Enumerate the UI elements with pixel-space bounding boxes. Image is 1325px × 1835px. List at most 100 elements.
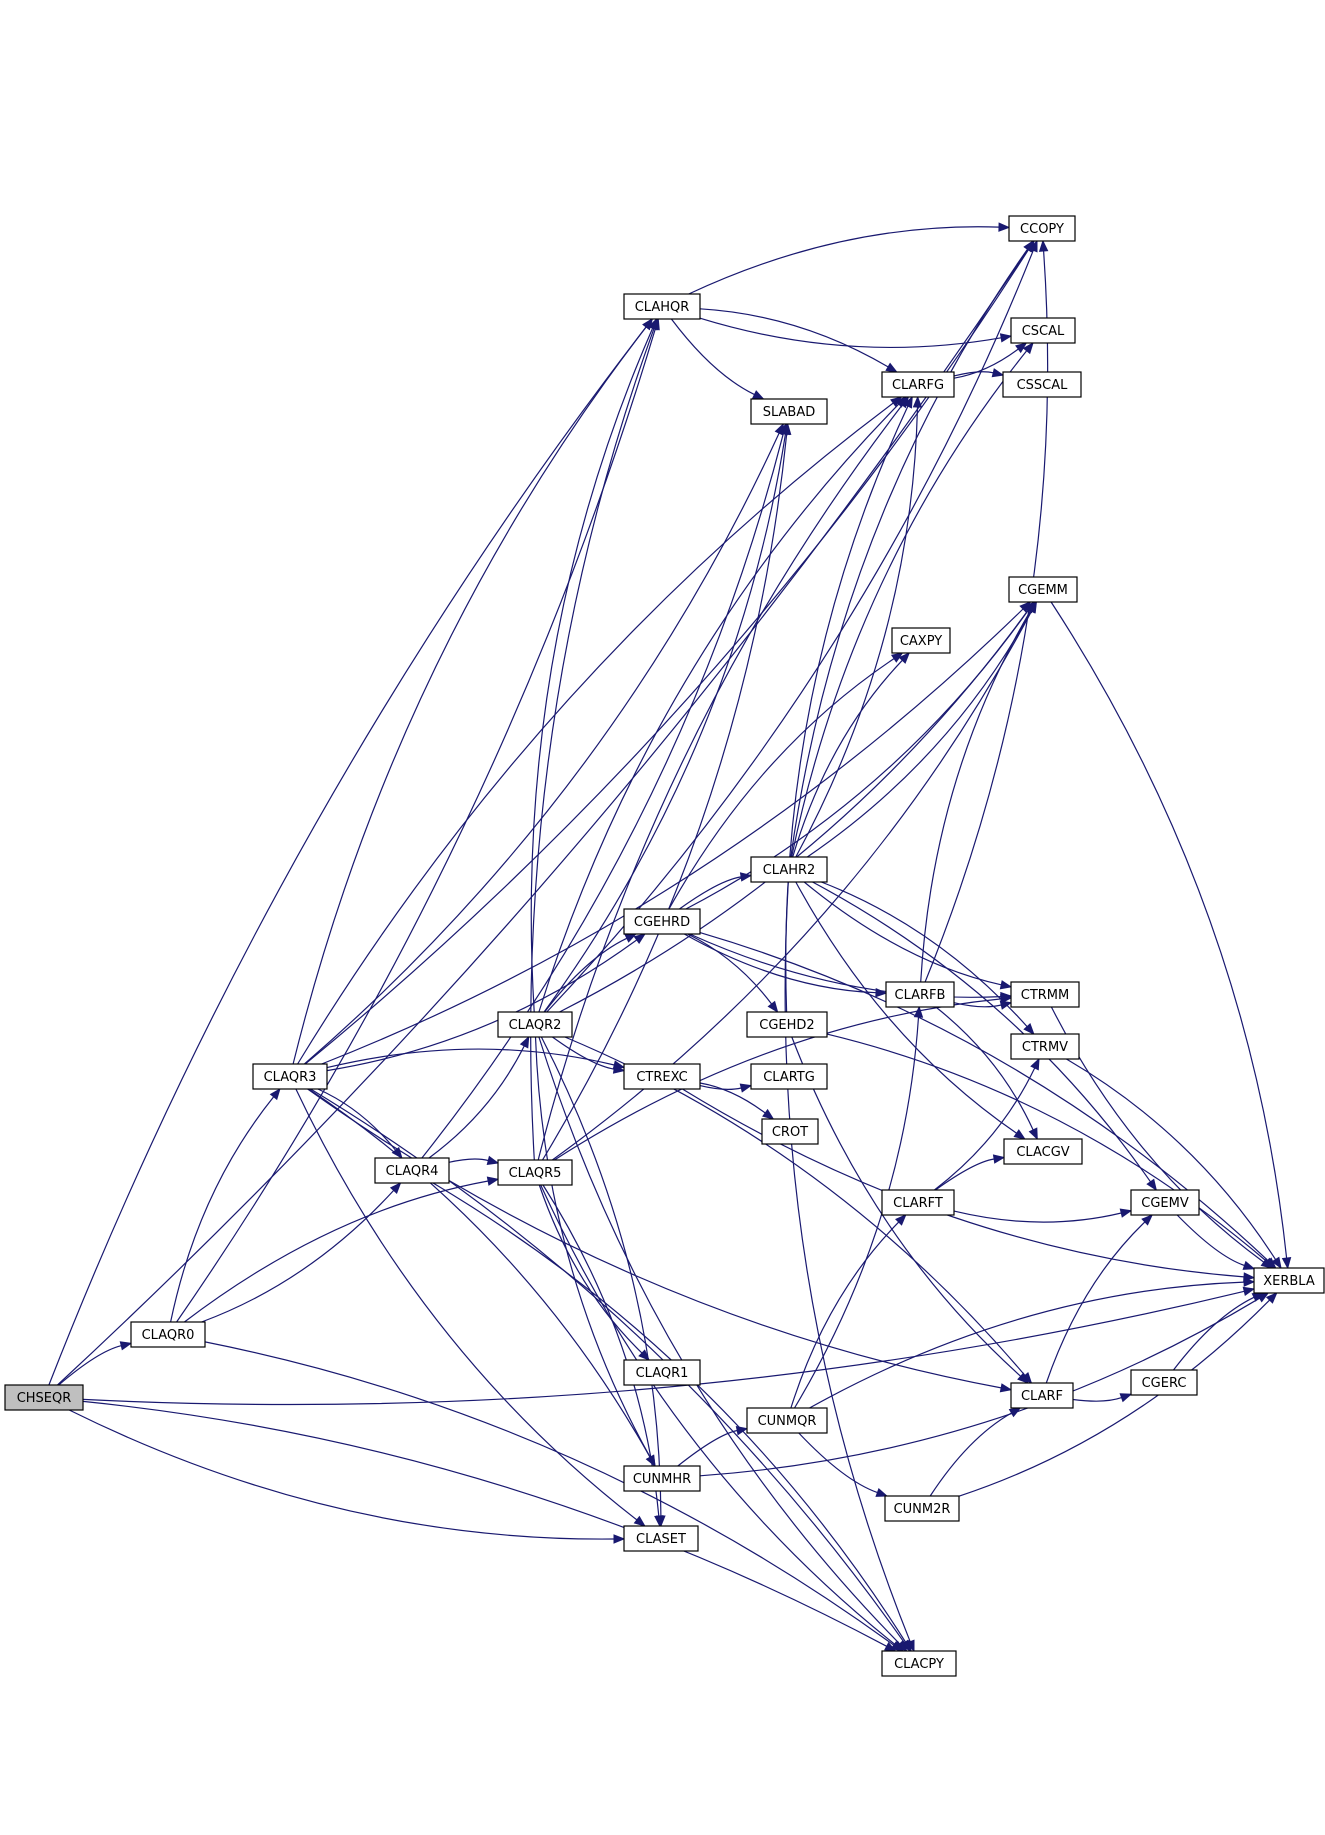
node-box-crot: [761, 1118, 819, 1145]
node-ccopy[interactable]: CCOPY: [1008, 215, 1076, 242]
edge-claqr0-to-clacpy: [204, 1341, 895, 1646]
node-slabad[interactable]: SLABAD: [750, 398, 828, 425]
node-ctrexc[interactable]: CTREXC: [623, 1063, 701, 1090]
node-label-clahqr: CLAHQR: [635, 300, 690, 315]
edge-cgehrd-to-clarfb: [684, 933, 877, 994]
arrowhead-clahr2-to-ctrmm: [999, 980, 1013, 990]
arrowhead-clahr2-to-caxpy: [898, 652, 911, 664]
node-cgemm[interactable]: CGEMM: [1008, 576, 1078, 603]
node-csscal[interactable]: CSSCAL: [1002, 371, 1082, 398]
node-label-crot: CROT: [772, 1125, 808, 1140]
edge-claqr5-to-claqr1: [538, 1184, 643, 1354]
node-label-xerbla: XERBLA: [1263, 1274, 1315, 1289]
node-clarf[interactable]: CLARF: [1010, 1382, 1074, 1409]
node-box-slabad: [750, 398, 828, 425]
edge-claqr5-to-slabad: [541, 433, 788, 1161]
node-label-claqr2: CLAQR2: [509, 1018, 562, 1033]
arrowhead-cgehd2-to-clarf: [1017, 1372, 1030, 1384]
arrowhead-claqr5-to-clacpy: [892, 1640, 905, 1652]
edge-cgerc-to-xerbla: [1173, 1296, 1255, 1371]
node-label-clarft: CLARFT: [893, 1196, 943, 1211]
node-ctrmm[interactable]: CTRMM: [1010, 981, 1080, 1008]
edge-claqr3-to-clarfg: [297, 402, 894, 1065]
arrowhead-claqr5-to-claqr1: [638, 1349, 651, 1361]
arrowhead-cgehd2-to-clarfg: [903, 395, 913, 409]
node-cgehd2[interactable]: CGEHD2: [746, 1011, 828, 1038]
node-cscal[interactable]: CSCAL: [1010, 317, 1076, 344]
edge-chseqr-to-ccopy: [57, 248, 1029, 1386]
node-label-clarfb: CLARFB: [895, 988, 946, 1003]
node-cgerc[interactable]: CGERC: [1130, 1369, 1198, 1396]
node-box-clarf: [1010, 1382, 1074, 1409]
edge-clahr2-to-caxpy: [792, 659, 903, 858]
arrowhead-claqr3-to-clarf: [999, 1383, 1013, 1393]
edge-cgehd2-to-clarfg: [785, 405, 909, 1013]
node-ctrmv[interactable]: CTRMV: [1010, 1033, 1080, 1060]
arrowhead-claqr3-to-cgehrd: [633, 933, 647, 944]
node-box-cunmhr: [623, 1465, 701, 1492]
node-clacgv[interactable]: CLACGV: [1003, 1138, 1083, 1165]
node-clarfb[interactable]: CLARFB: [885, 981, 955, 1008]
edge-clahr2-to-ctrmm: [803, 881, 1002, 986]
node-box-cgehrd: [623, 908, 701, 935]
arrowhead-claqr5-to-clahqr: [649, 317, 659, 331]
node-clahr2[interactable]: CLAHR2: [750, 856, 828, 883]
arrowhead-cunm2r-to-clarf: [1008, 1407, 1022, 1418]
edge-claqr0-to-claqr5: [184, 1180, 489, 1323]
node-claqr3[interactable]: CLAQR3: [252, 1063, 328, 1090]
edge-cgehrd-to-ctrmm: [689, 933, 1002, 998]
node-xerbla[interactable]: XERBLA: [1253, 1267, 1325, 1294]
edge-clahqr-to-slabad: [670, 318, 755, 396]
node-chseqr[interactable]: CHSEQR: [4, 1384, 84, 1411]
edge-cunmqr-to-clarft: [790, 1221, 900, 1409]
node-clarfg[interactable]: CLARFG: [881, 371, 955, 398]
node-clartg[interactable]: CLARTG: [750, 1063, 828, 1090]
edge-clahqr-to-clarfg: [699, 308, 889, 368]
edge-clahr2-to-cgemv: [812, 881, 1151, 1183]
arrowhead-chseqr-to-xerbla: [1242, 1286, 1256, 1297]
node-label-ctrmm: CTRMM: [1021, 988, 1069, 1003]
edge-clarfg-to-cscal: [953, 348, 1019, 379]
node-label-claqr5: CLAQR5: [509, 1166, 562, 1181]
edge-clarfb-to-ccopy: [924, 250, 1049, 983]
edge-chseqr-to-claset: [68, 1409, 615, 1540]
node-label-cgerc: CGERC: [1142, 1376, 1187, 1391]
node-cgemv[interactable]: CGEMV: [1130, 1189, 1200, 1216]
node-box-cscal: [1010, 317, 1076, 344]
edge-claqr5-to-cgemm: [551, 610, 1033, 1161]
node-box-ctrmm: [1010, 981, 1080, 1008]
node-box-clahr2: [750, 856, 828, 883]
edge-claqr2-to-clarfg: [538, 403, 900, 1013]
node-claqr0[interactable]: CLAQR0: [130, 1321, 206, 1348]
node-crot[interactable]: CROT: [761, 1118, 819, 1145]
node-claqr1[interactable]: CLAQR1: [623, 1359, 701, 1386]
edge-chseqr-to-claqr0: [58, 1345, 122, 1386]
node-clarft[interactable]: CLARFT: [881, 1189, 955, 1216]
node-clacpy[interactable]: CLACPY: [881, 1650, 957, 1677]
arrowhead-cgemv-to-xerbla: [1242, 1260, 1256, 1270]
node-cgehrd[interactable]: CGEHRD: [623, 908, 701, 935]
node-claset[interactable]: CLASET: [623, 1525, 699, 1552]
arrowhead-chseqr-to-claset: [613, 1534, 626, 1544]
node-label-claqr4: CLAQR4: [386, 1164, 439, 1179]
edge-claqr3-to-slabad: [304, 432, 780, 1065]
edge-cunmqr-to-clarfb: [793, 1016, 920, 1409]
edge-claqr2-to-slabad: [543, 433, 787, 1013]
node-claqr5[interactable]: CLAQR5: [497, 1159, 573, 1186]
node-cunmqr[interactable]: CUNMQR: [746, 1407, 828, 1434]
edge-claqr3-to-clahqr: [292, 326, 647, 1065]
node-clahqr[interactable]: CLAHQR: [623, 293, 701, 320]
node-box-caxpy: [891, 627, 951, 654]
node-claqr4[interactable]: CLAQR4: [374, 1157, 450, 1184]
edge-claqr3-to-cgehrd: [326, 939, 638, 1072]
arrowhead-clarfb-to-ctrmm: [999, 1000, 1013, 1010]
node-cunmhr[interactable]: CUNMHR: [623, 1465, 701, 1492]
node-box-claqr2: [497, 1011, 573, 1038]
node-label-ctrexc: CTREXC: [636, 1070, 687, 1085]
edge-clahr2-to-cscal: [791, 350, 1028, 858]
node-caxpy[interactable]: CAXPY: [891, 627, 951, 654]
node-claqr2[interactable]: CLAQR2: [497, 1011, 573, 1038]
node-cunm2r[interactable]: CUNM2R: [884, 1495, 960, 1522]
